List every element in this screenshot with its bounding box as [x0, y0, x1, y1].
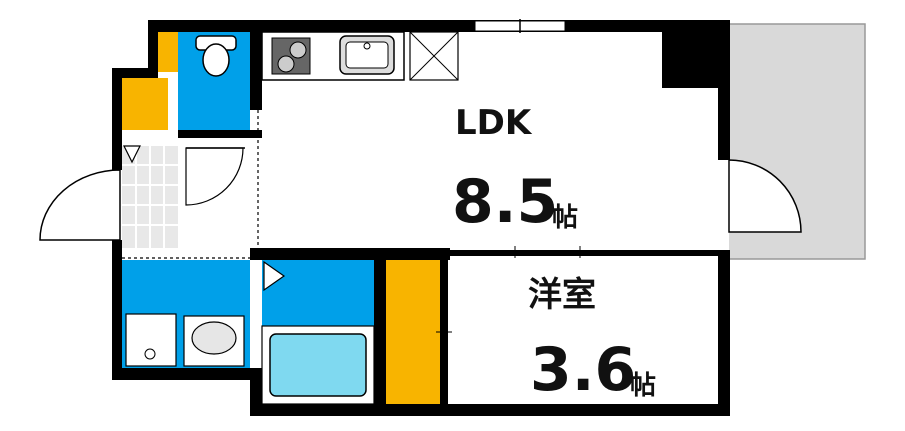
ldk-label: LDK 8.5 帖: [452, 103, 578, 237]
storage-top: [158, 32, 178, 72]
sliding-door[interactable]: [436, 246, 640, 333]
bathtub-icon: [269, 333, 367, 397]
ldk-unit: 帖: [552, 203, 578, 233]
balcony-door[interactable]: [719, 159, 802, 250]
hall-door[interactable]: [185, 147, 245, 206]
refrigerator-space-icon: [409, 31, 459, 81]
entrance-door[interactable]: [39, 169, 121, 241]
toilet-room: [178, 32, 250, 130]
washroom: [122, 257, 250, 368]
ldk-name: LDK: [455, 103, 533, 143]
western-size: 3.6: [530, 335, 636, 405]
bathroom: [261, 260, 375, 405]
top-window: [474, 19, 566, 33]
western-unit: 帖: [630, 371, 656, 401]
washing-machine-icon: [125, 313, 177, 367]
toilet-icon: [195, 35, 237, 77]
kitchen-counter: [261, 31, 405, 81]
closet: [386, 260, 440, 404]
western-room-label: 洋室 3.6 帖: [528, 275, 656, 405]
outer-walls: [112, 20, 730, 416]
stove-icon: [271, 37, 311, 75]
entrance-tile-floor: [122, 144, 178, 248]
western-name: 洋室: [528, 275, 596, 315]
ldk-size: 8.5: [452, 167, 558, 237]
storage-entry: [122, 78, 168, 130]
sink-icon: [339, 35, 395, 75]
washbasin-icon: [183, 315, 245, 367]
